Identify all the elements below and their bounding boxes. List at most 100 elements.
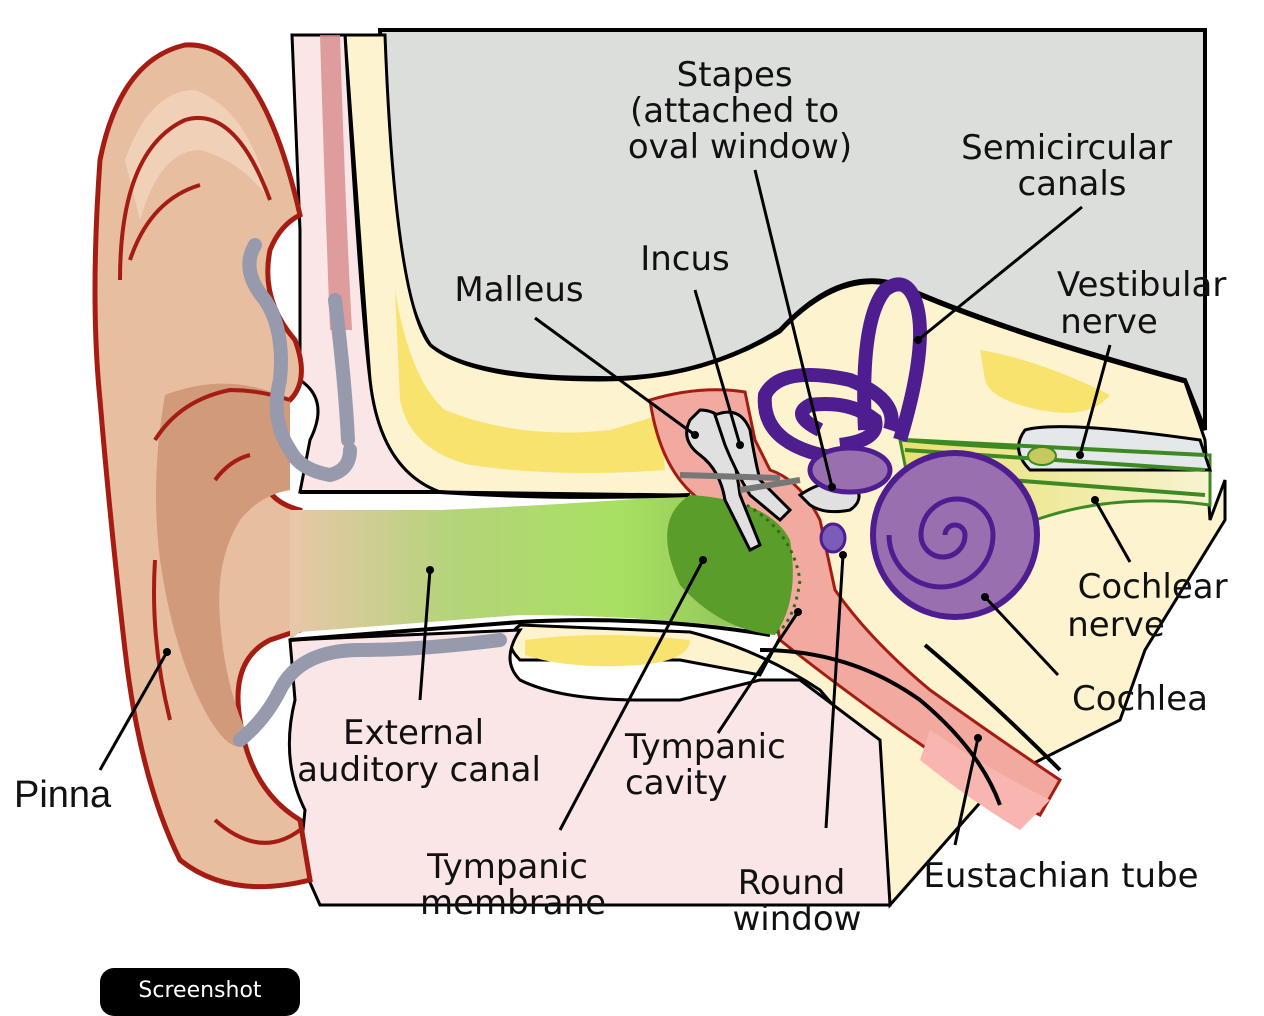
canal-lower-wall bbox=[289, 618, 771, 642]
dot-semicircular bbox=[914, 336, 922, 344]
canal-upper-wall bbox=[300, 490, 691, 499]
nerve-fiber-1 bbox=[904, 438, 1206, 457]
nerve-fiber-3 bbox=[1009, 478, 1206, 497]
leader-external-canal bbox=[418, 569, 432, 701]
dot-external-canal bbox=[426, 566, 434, 574]
leader-cochlear-nerve bbox=[1093, 499, 1132, 563]
label-tympanic-membrane-line-2: membrane bbox=[420, 883, 606, 923]
label-semicircular-line-1: Semicircular bbox=[961, 128, 1172, 168]
leader-semicircular bbox=[917, 205, 1083, 342]
leader-incus bbox=[693, 289, 742, 446]
cochlea-shape bbox=[870, 450, 1040, 620]
label-tympanic-cavity-line-1: Tympanic bbox=[624, 727, 786, 767]
dot-round-window bbox=[839, 551, 847, 559]
dot-tympanic-membrane bbox=[699, 556, 707, 564]
label-cochlear-nerve-line-1: Cochlear bbox=[1078, 567, 1228, 607]
pinna-lobe-line bbox=[213, 818, 302, 845]
label-vestibular-line-1: Vestibular bbox=[1057, 265, 1226, 305]
label-semicircular-line-2: canals bbox=[1017, 164, 1126, 204]
label-cochlear-nerve-line-2: nerve bbox=[1067, 605, 1164, 645]
label-vestibular-nerve: Vestibular nerve bbox=[1057, 265, 1237, 342]
label-malleus: Malleus bbox=[454, 270, 583, 310]
bone-patch-lower bbox=[525, 635, 690, 667]
leader-tympanic-cavity bbox=[716, 611, 800, 734]
semicircular-canal-posterior bbox=[757, 368, 899, 467]
label-tympanic-membrane: Tympanic membrane bbox=[420, 847, 606, 923]
tympanic-membrane-shape bbox=[667, 495, 793, 635]
cochlea-spiral bbox=[886, 496, 996, 590]
eustachian-wall-outer bbox=[759, 648, 1002, 806]
tissue-stripe bbox=[320, 35, 352, 330]
label-stapes-line-3: oval window) bbox=[628, 127, 852, 167]
temporal-bone bbox=[343, 33, 1227, 909]
dot-vestibular bbox=[1076, 451, 1084, 459]
cartilage-lower bbox=[233, 633, 507, 747]
pinna-fold-line-5 bbox=[152, 559, 172, 721]
label-external-line-1: External bbox=[343, 713, 484, 753]
label-eustachian-line-1: Eustachian tube bbox=[923, 856, 1198, 896]
label-tympanic-membrane-line-1: Tympanic bbox=[426, 847, 588, 887]
pinna-fold-light bbox=[125, 90, 270, 220]
screenshot-badge[interactable]: Screenshot bbox=[100, 968, 300, 1016]
cartilage-upper bbox=[242, 238, 357, 483]
label-cochlear-nerve: Cochlear nerve bbox=[1067, 567, 1238, 645]
pinna-fold-line-2 bbox=[128, 183, 201, 261]
label-external-auditory-canal: External auditory canal bbox=[297, 713, 541, 790]
label-incus: Incus bbox=[640, 239, 730, 279]
leader-stapes bbox=[753, 169, 834, 488]
dot-pinna bbox=[163, 648, 171, 656]
pinna-fold-dark bbox=[156, 383, 290, 747]
label-pinna-line-1: Pinna bbox=[14, 774, 112, 816]
label-semicircular-canals: Semicircular canals bbox=[961, 128, 1183, 204]
eustachian-wall-inner bbox=[923, 643, 1062, 772]
cartilage-vertical bbox=[328, 293, 355, 447]
tympanic-membrane-dotted bbox=[724, 493, 802, 637]
leader-pinna bbox=[98, 651, 169, 771]
label-stapes-line-2: (attached to bbox=[630, 91, 839, 131]
leader-malleus bbox=[534, 316, 696, 437]
malleus-ligament bbox=[679, 472, 781, 481]
incus-bone bbox=[713, 410, 793, 523]
label-pinna: Pinna bbox=[14, 774, 112, 816]
pinna-fold-line-4 bbox=[213, 453, 251, 482]
leader-tympanic-membrane bbox=[558, 559, 705, 831]
leader-vestibular bbox=[1078, 344, 1112, 456]
dot-incus bbox=[736, 441, 744, 449]
round-window-shape bbox=[819, 522, 847, 554]
label-eustachian-tube: Eustachian tube bbox=[923, 856, 1198, 896]
label-cochlea: Cochlea bbox=[1072, 679, 1208, 719]
semicircular-canal-superior bbox=[857, 277, 927, 443]
bone-patch-upper bbox=[395, 290, 665, 474]
label-stapes: Stapes (attached to oval window) bbox=[628, 55, 852, 167]
dot-stapes bbox=[828, 483, 836, 491]
label-malleus-line-1: Malleus bbox=[454, 270, 583, 310]
label-round-window-line-1: Round bbox=[738, 863, 846, 903]
semicircular-canal-lateral bbox=[795, 397, 883, 452]
dot-eustachian bbox=[974, 734, 982, 742]
vestibule bbox=[807, 445, 893, 495]
leader-eustachian bbox=[953, 737, 980, 846]
dot-malleus bbox=[691, 431, 699, 439]
label-round-window-line-2: window bbox=[733, 899, 862, 939]
pinna-fold-line-1 bbox=[118, 116, 272, 281]
label-round-window: Round window bbox=[733, 863, 862, 939]
pinna-fold-line-3 bbox=[153, 387, 291, 442]
eustachian-tube-inner bbox=[920, 730, 1050, 830]
leader-cochlea bbox=[983, 595, 1060, 677]
label-external-line-2: auditory canal bbox=[297, 750, 541, 790]
label-cochlea-line-1: Cochlea bbox=[1072, 679, 1208, 719]
label-vestibular-line-2: nerve bbox=[1060, 302, 1157, 342]
external-auditory-canal bbox=[290, 495, 760, 640]
label-incus-line-1: Incus bbox=[640, 239, 730, 279]
label-tympanic-cavity: Tympanic cavity bbox=[624, 727, 797, 803]
label-tympanic-cavity-line-2: cavity bbox=[625, 763, 728, 803]
leader-round-window bbox=[824, 554, 845, 829]
dot-cochlear-nerve bbox=[1091, 496, 1099, 504]
vestibular-ganglion bbox=[1027, 446, 1057, 466]
incus-ligament bbox=[739, 477, 801, 493]
label-stapes-line-1: Stapes bbox=[677, 55, 793, 95]
dot-tympanic-cavity bbox=[794, 608, 802, 616]
dot-cochlea bbox=[981, 593, 989, 601]
bone-patch-right bbox=[980, 350, 1110, 413]
